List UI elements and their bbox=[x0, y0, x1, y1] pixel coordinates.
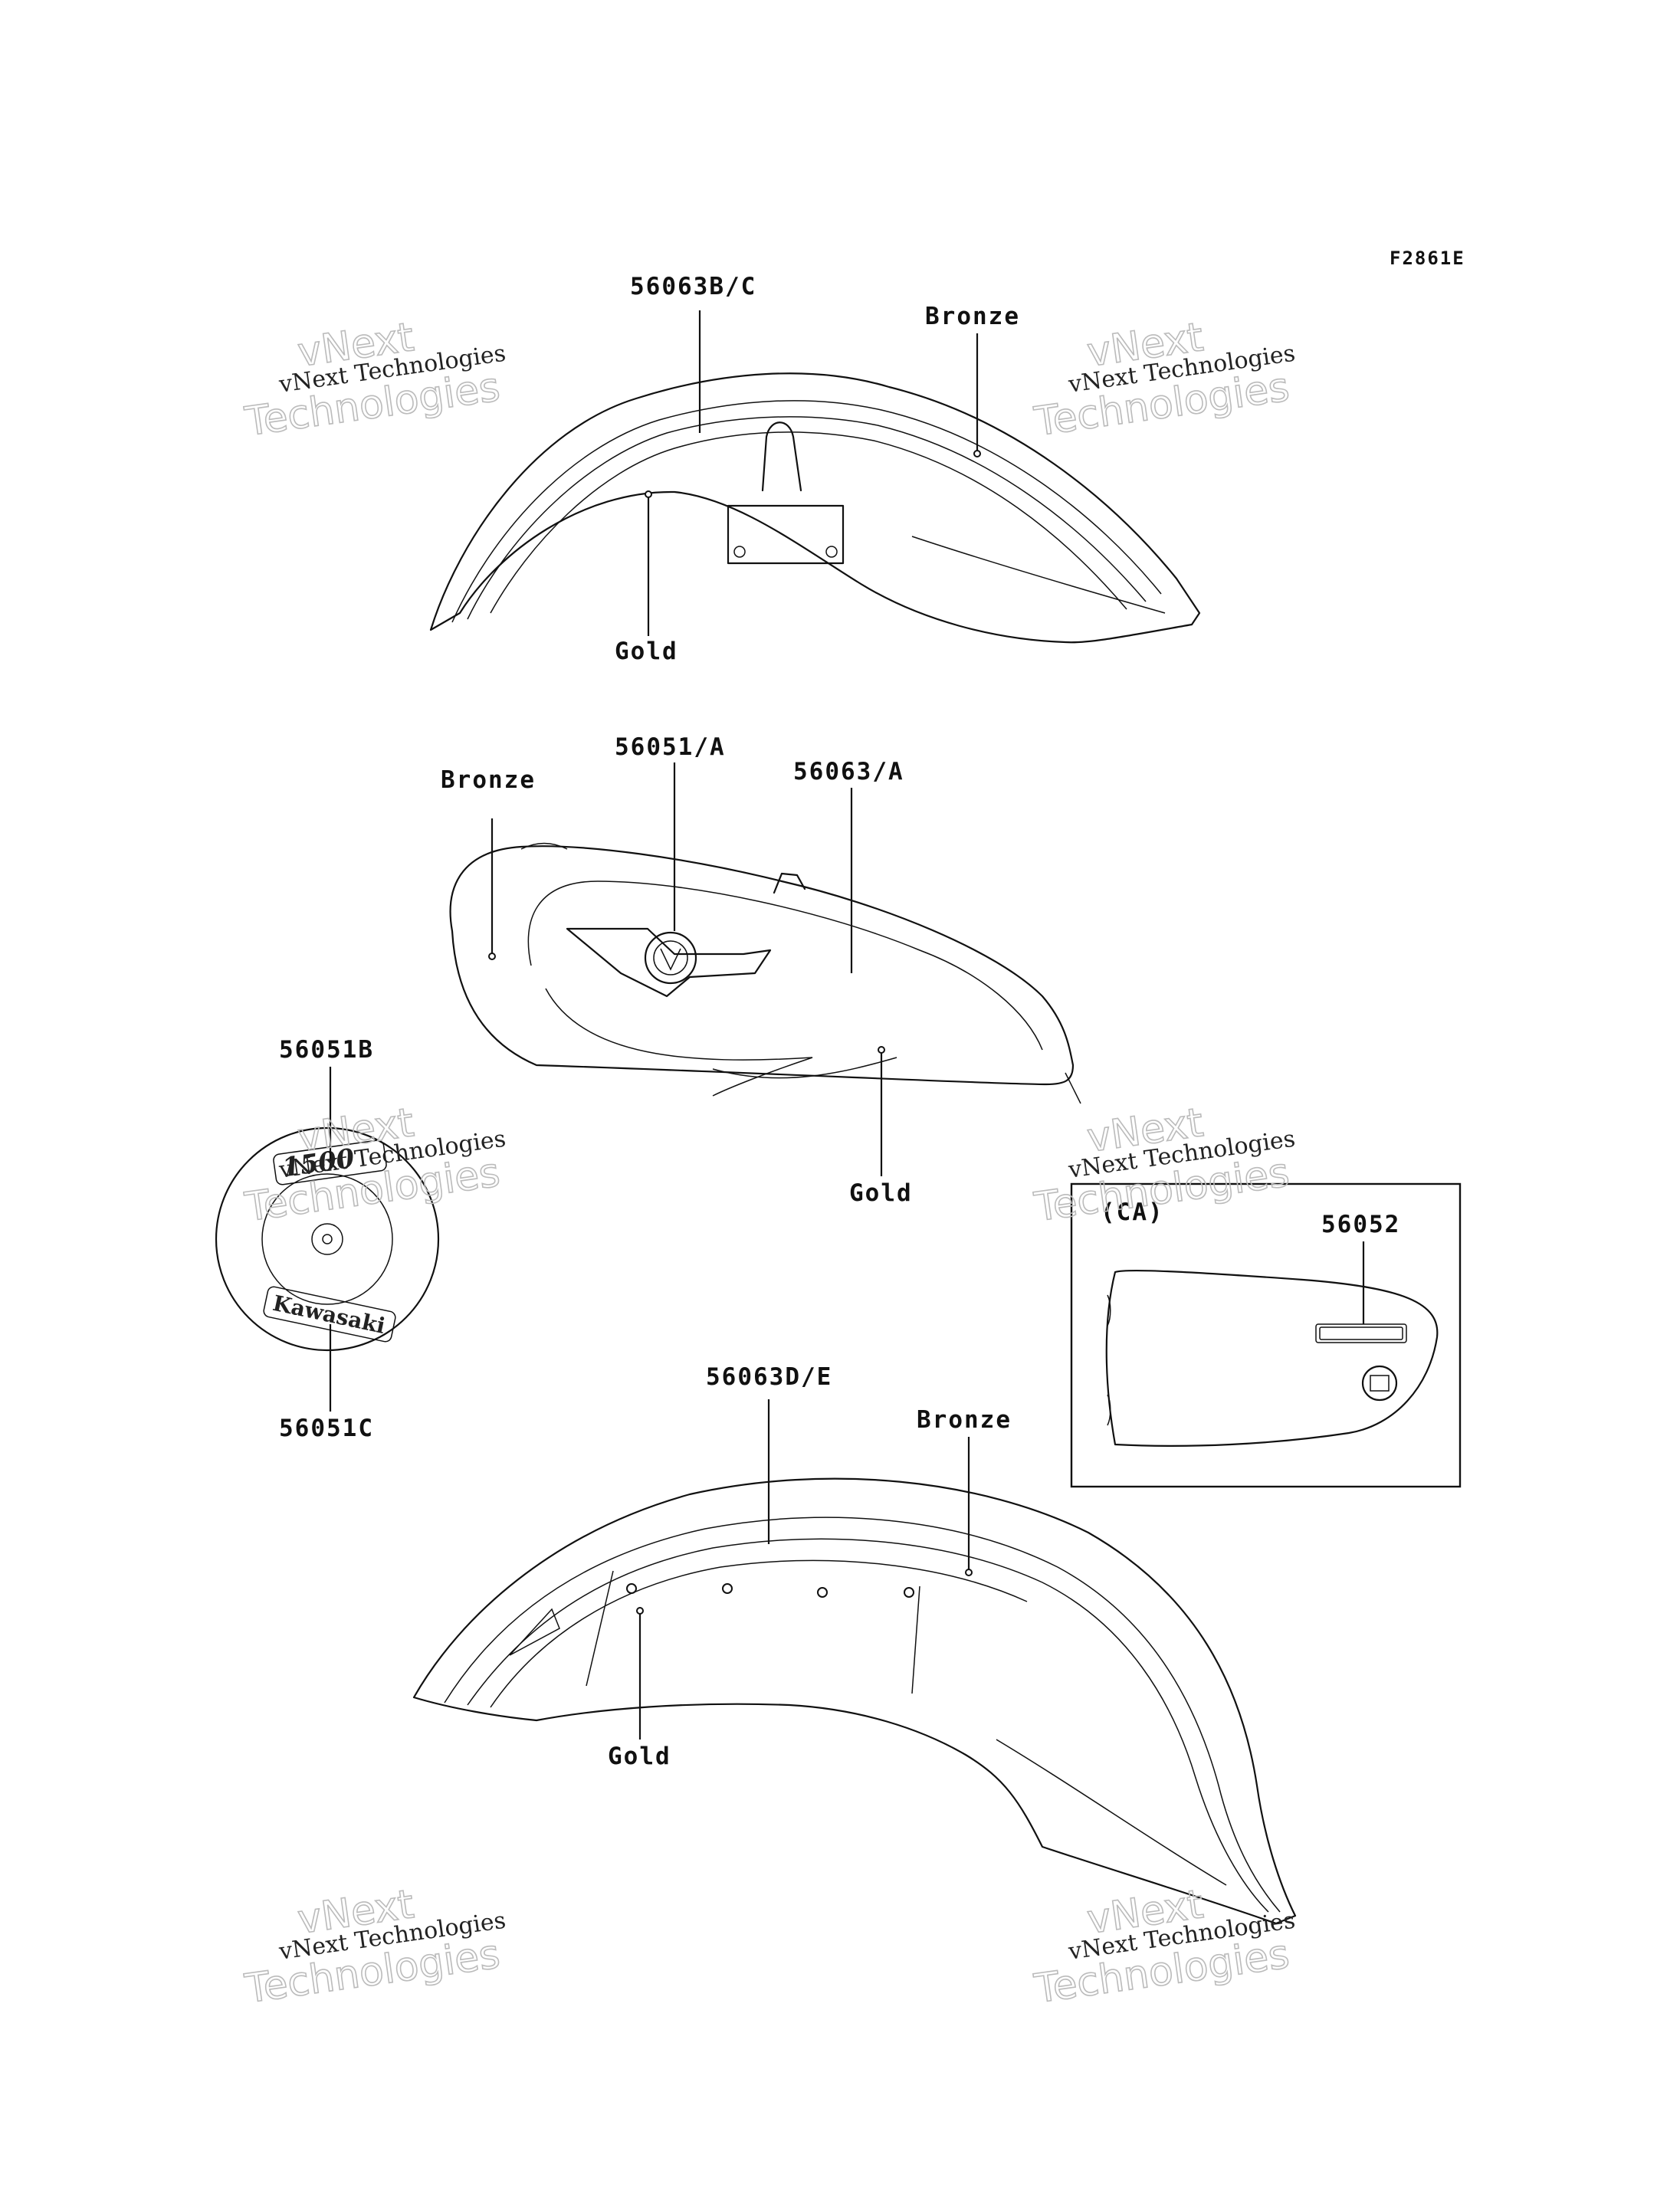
label-56051a: 56051/A bbox=[615, 733, 726, 761]
label-56063de: 56063D/E bbox=[706, 1363, 832, 1391]
label-rear-gold: Gold bbox=[615, 638, 678, 665]
label-56063a: 56063/A bbox=[793, 758, 904, 785]
label-56063bc: 56063B/C bbox=[630, 273, 756, 300]
watermark-top-left: vNext vNext Technologies Technologies bbox=[241, 313, 507, 446]
cover-kawasaki-logo: Kawasaki bbox=[271, 1290, 387, 1339]
watermark-bottom-right: vNext vNext Technologies Technologies bbox=[1031, 1881, 1297, 2013]
label-tank-bronze: Bronze bbox=[441, 766, 536, 794]
label-ca: (CA) bbox=[1101, 1199, 1164, 1226]
side-cover bbox=[1105, 1269, 1439, 1447]
watermark-mid-left: vNext vNext Technologies Technologies bbox=[241, 1099, 507, 1231]
label-56051c: 56051C bbox=[279, 1415, 374, 1442]
label-56052: 56052 bbox=[1321, 1211, 1400, 1238]
label-tank-gold: Gold bbox=[849, 1179, 913, 1207]
watermark-bottom-left: vNext vNext Technologies Technologies bbox=[241, 1881, 507, 2013]
label-56051b: 56051B bbox=[279, 1036, 374, 1064]
figure-id: F2861E bbox=[1390, 248, 1465, 269]
rear-fender bbox=[429, 372, 1201, 644]
label-front-bronze: Bronze bbox=[917, 1406, 1012, 1434]
fuel-tank bbox=[449, 842, 1081, 1104]
watermark-top-right: vNext vNext Technologies Technologies bbox=[1031, 313, 1297, 446]
ca-inset-box bbox=[1070, 1182, 1462, 1488]
front-fender bbox=[412, 1477, 1297, 1925]
watermark-mid-right: vNext vNext Technologies Technologies bbox=[1031, 1099, 1297, 1231]
label-front-gold: Gold bbox=[608, 1743, 671, 1770]
label-rear-bronze: Bronze bbox=[925, 303, 1020, 330]
